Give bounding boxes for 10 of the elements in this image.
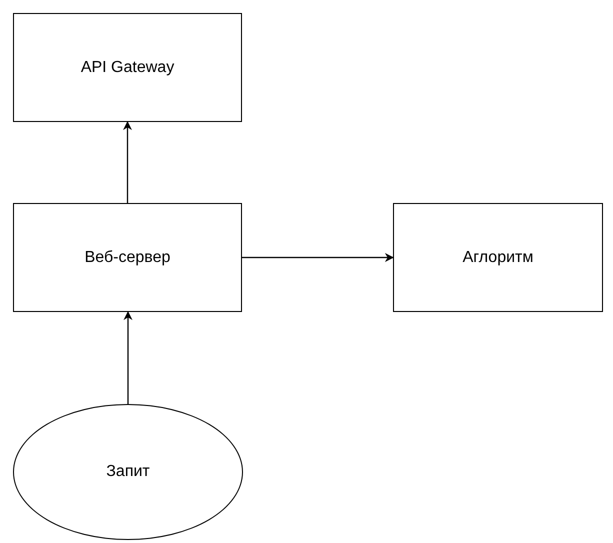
process-box bbox=[393, 203, 603, 312]
node-label: Веб-сервер bbox=[84, 248, 170, 268]
node-label: Запит bbox=[106, 462, 150, 482]
arrow bbox=[123, 121, 132, 203]
process-box bbox=[13, 13, 242, 122]
arrow bbox=[242, 253, 394, 262]
node-label: Аглоритм bbox=[462, 248, 534, 268]
arrow bbox=[124, 311, 132, 404]
node-label: API Gateway bbox=[80, 58, 174, 78]
process-box bbox=[13, 203, 242, 312]
